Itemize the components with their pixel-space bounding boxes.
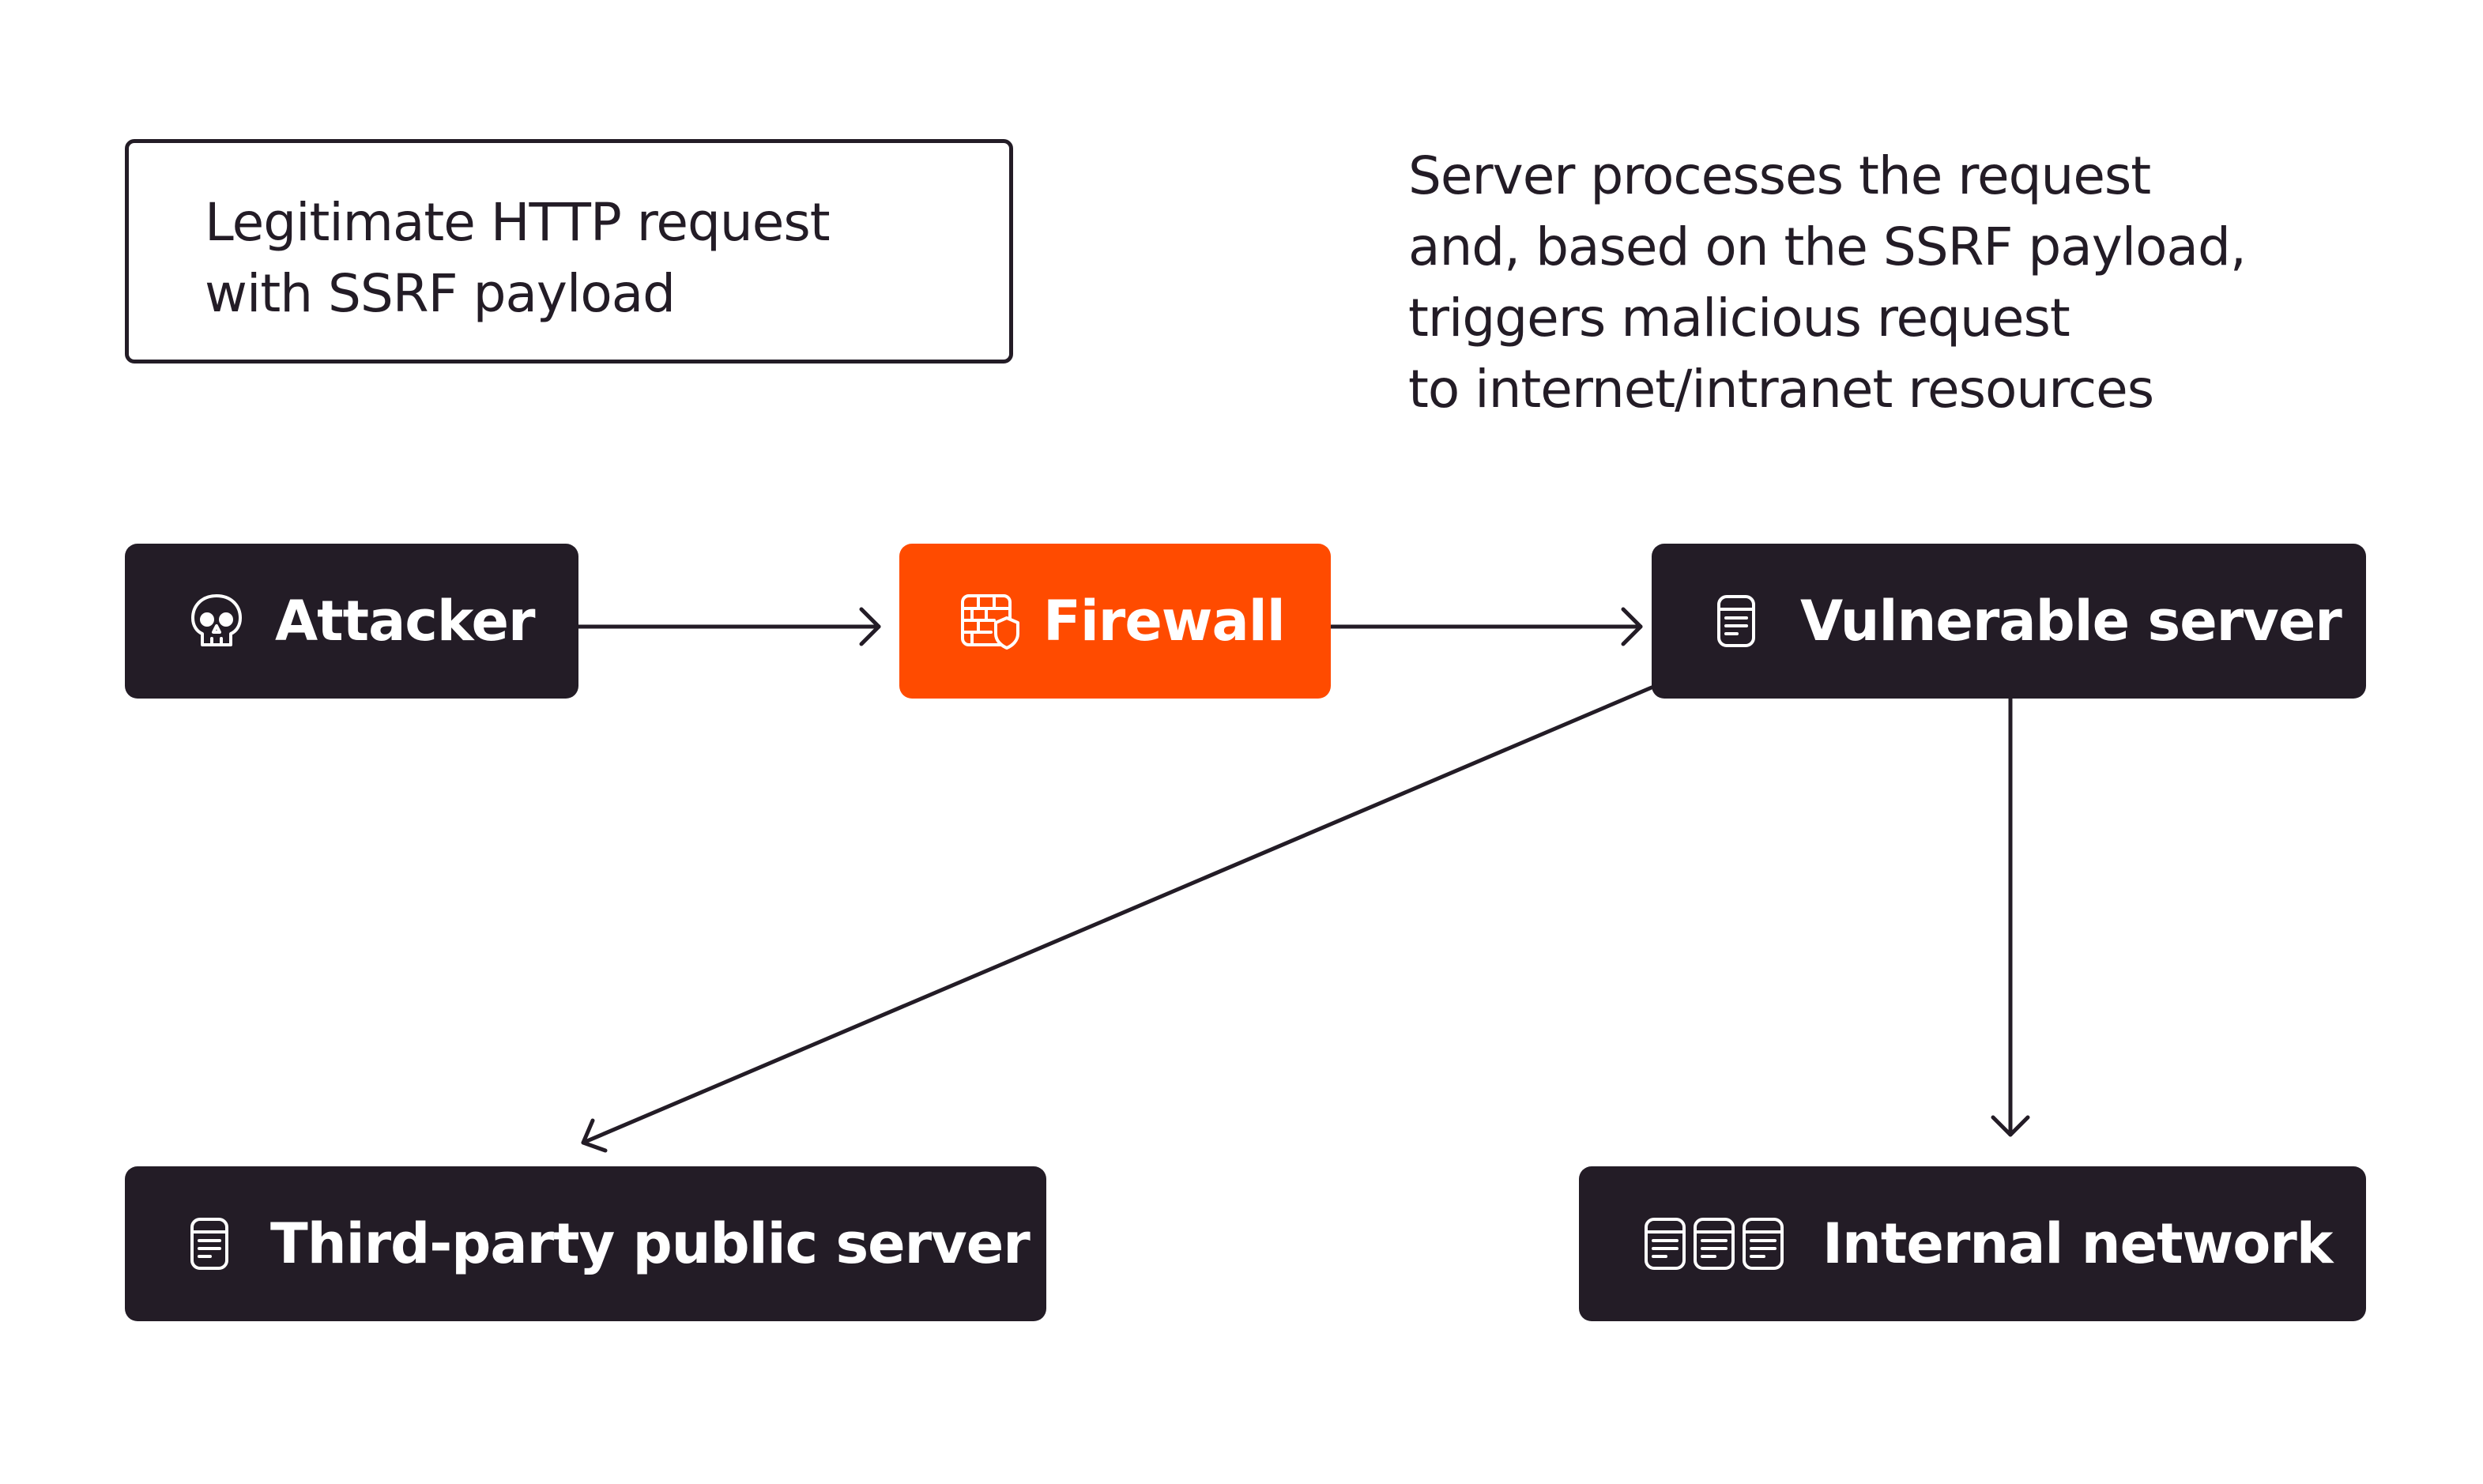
server-icon	[1716, 594, 1765, 648]
server-caption-line-4: to internet/intranet resources	[1408, 359, 2154, 420]
server-caption: Server processes the request and, based …	[1408, 141, 2247, 425]
firewall-shield-icon	[959, 591, 1021, 651]
request-note-line-1: Legitimate HTTP request	[205, 192, 831, 253]
server-cluster-icon	[1644, 1217, 1786, 1271]
arrow-firewall-to-vulnerable-server	[1328, 607, 1643, 646]
request-note: Legitimate HTTP request with SSRF payloa…	[125, 139, 1013, 363]
firewall-label: Firewall	[1043, 589, 1286, 653]
server-caption-line-1: Server processes the request	[1408, 145, 2151, 206]
attacker-node: Attacker	[125, 544, 578, 699]
third-party-server-label: Third-party public server	[270, 1211, 1031, 1276]
firewall-node: Firewall	[899, 544, 1331, 699]
attacker-label: Attacker	[275, 589, 535, 653]
server-caption-line-3: triggers malicious request	[1408, 288, 2070, 348]
request-note-line-2: with SSRF payload	[205, 263, 676, 324]
server-icon	[190, 1217, 239, 1271]
skull-icon	[187, 591, 247, 651]
internal-network-label: Internal network	[1822, 1211, 2333, 1276]
third-party-server-node: Third-party public server	[125, 1166, 1046, 1321]
server-caption-line-2: and, based on the SSRF payload,	[1408, 217, 2247, 277]
arrow-vulnerable-server-to-internal-network	[1991, 696, 2030, 1137]
vulnerable-server-label: Vulnerable server	[1800, 589, 2342, 653]
arrow-vulnerable-server-to-third-party	[581, 685, 1654, 1153]
internal-network-node: Internal network	[1579, 1166, 2366, 1321]
vulnerable-server-node: Vulnerable server	[1652, 544, 2366, 699]
arrow-attacker-to-firewall	[576, 607, 881, 646]
